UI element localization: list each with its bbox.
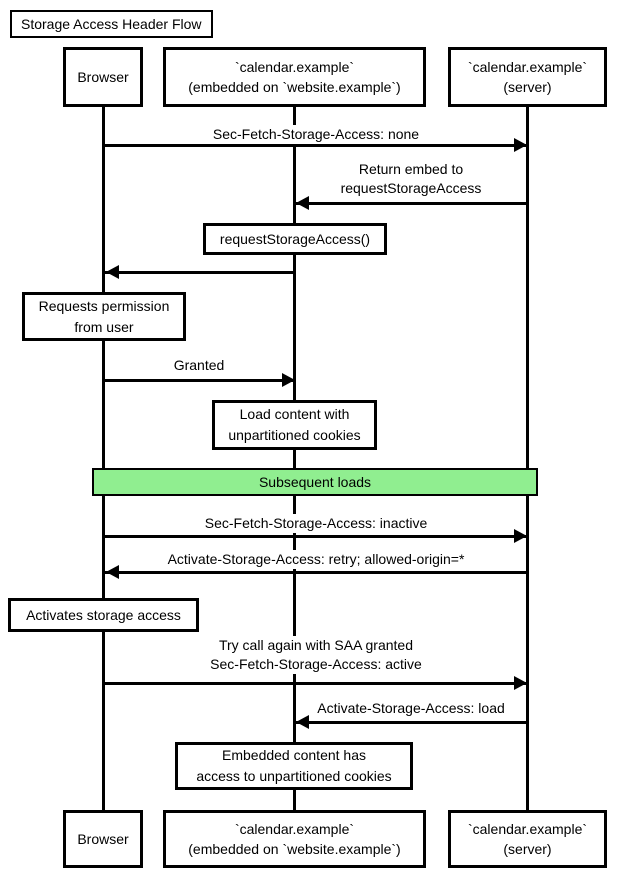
arrow-head bbox=[514, 138, 527, 152]
arrow-head bbox=[296, 715, 309, 729]
actor-server-bottom: `calendar.example` (server) bbox=[448, 810, 607, 868]
actor-browser-top: Browser bbox=[63, 47, 143, 107]
arrow-head bbox=[514, 529, 527, 543]
lifeline-server bbox=[526, 105, 529, 812]
message-label-granted: Granted bbox=[170, 356, 228, 375]
diagram-title: Storage Access Header Flow bbox=[10, 10, 213, 38]
divider-subsequent-loads: Subsequent loads bbox=[92, 468, 538, 496]
arrow-line bbox=[104, 535, 527, 538]
arrow-head bbox=[106, 565, 119, 579]
actor-browser-bottom: Browser bbox=[63, 810, 143, 868]
message-label-return-embed: Return embed to requestStorageAccess bbox=[337, 160, 485, 198]
arrow-line bbox=[296, 721, 527, 724]
arrow-head bbox=[282, 373, 295, 387]
message-label-asa-retry: Activate-Storage-Access: retry; allowed-… bbox=[164, 550, 468, 569]
note-request-storage-access: requestStorageAccess() bbox=[203, 223, 387, 255]
arrow-line bbox=[104, 144, 527, 147]
actor-embed-top: `calendar.example` (embedded on `website… bbox=[163, 47, 426, 107]
arrow-line bbox=[105, 271, 295, 274]
arrow-line bbox=[105, 379, 295, 382]
actor-server-top: `calendar.example` (server) bbox=[448, 47, 607, 107]
note-requests-permission: Requests permission from user bbox=[22, 292, 186, 341]
lifeline-browser bbox=[102, 105, 105, 812]
arrow-line bbox=[296, 202, 527, 205]
arrow-line bbox=[104, 682, 527, 685]
message-label-sfsa-inactive: Sec-Fetch-Storage-Access: inactive bbox=[201, 514, 431, 533]
message-label-try-again: Try call again with SAA granted Sec-Fetc… bbox=[207, 636, 425, 674]
note-load-content: Load content with unpartitioned cookies bbox=[212, 400, 377, 450]
lifeline-embed bbox=[293, 105, 296, 812]
arrow-line bbox=[105, 571, 527, 574]
message-label-sfsa-none: Sec-Fetch-Storage-Access: none bbox=[209, 125, 423, 144]
actor-embed-bottom: `calendar.example` (embedded on `website… bbox=[163, 810, 426, 868]
note-activates-storage-access: Activates storage access bbox=[8, 598, 199, 632]
arrow-head bbox=[106, 265, 119, 279]
arrow-head bbox=[296, 196, 309, 210]
message-label-asa-load: Activate-Storage-Access: load bbox=[314, 699, 508, 718]
note-embedded-content-access: Embedded content has access to unpartiti… bbox=[175, 742, 413, 790]
arrow-head bbox=[514, 676, 527, 690]
